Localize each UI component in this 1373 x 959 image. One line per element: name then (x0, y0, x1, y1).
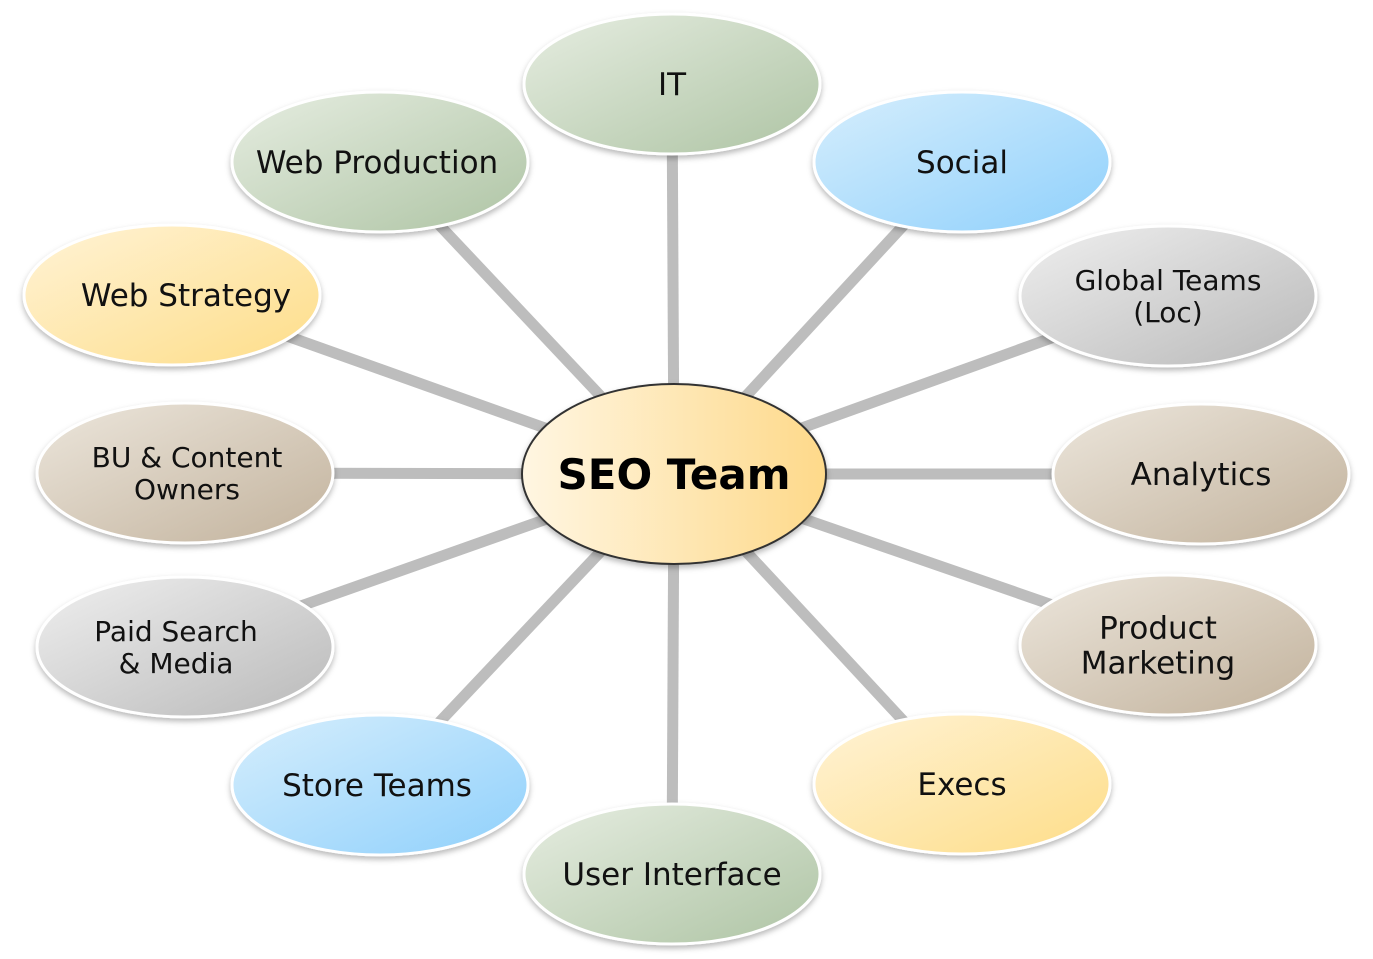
node-label-paid-search: Paid Search (94, 615, 257, 648)
node-ellipse-paid-search (35, 575, 335, 719)
node-label-it: IT (658, 67, 687, 103)
node-ellipse-it (522, 12, 822, 156)
node-execs: Execs (812, 712, 1112, 856)
node-ellipse-social (812, 90, 1112, 234)
hub-ellipse (521, 383, 827, 565)
node-label-global-teams: (Loc) (1133, 296, 1202, 329)
node-label-bu-content: Owners (134, 473, 240, 506)
hub-label: SEO Team (558, 450, 791, 499)
node-ellipse-analytics (1051, 402, 1351, 546)
node-ellipse-user-interface (522, 802, 822, 946)
hub-node: SEO Team (521, 383, 827, 565)
node-ellipse-store-teams (230, 713, 530, 857)
node-web-production: Web Production (230, 90, 530, 234)
node-label-social: Social (916, 145, 1008, 181)
node-label-analytics: Analytics (1131, 457, 1272, 493)
node-global-teams: Global Teams(Loc) (1018, 224, 1318, 368)
node-label-paid-search: & Media (119, 647, 234, 680)
node-paid-search: Paid Search& Media (35, 575, 335, 719)
node-label-web-strategy: Web Strategy (81, 278, 291, 314)
node-web-strategy: Web Strategy (22, 223, 322, 367)
node-label-global-teams: Global Teams (1075, 264, 1262, 297)
node-it: IT (522, 12, 822, 156)
node-analytics: Analytics (1051, 402, 1351, 546)
node-ellipse-web-strategy (22, 223, 322, 367)
node-ellipse-web-production (230, 90, 530, 234)
node-label-bu-content: BU & Content (92, 441, 283, 474)
node-label-execs: Execs (917, 767, 1006, 803)
node-ellipse-global-teams (1018, 224, 1318, 368)
node-label-store-teams: Store Teams (282, 768, 472, 804)
node-ellipse-product-marketing (1018, 573, 1318, 717)
node-ellipse-execs (812, 712, 1112, 856)
node-social: Social (812, 90, 1112, 234)
node-label-user-interface: User Interface (562, 857, 781, 893)
node-label-product-marketing: Product (1099, 611, 1217, 647)
node-label-product-marketing: Marketing (1081, 646, 1236, 682)
node-ellipse-bu-content (35, 401, 335, 545)
node-label-web-production: Web Production (256, 145, 498, 181)
node-store-teams: Store Teams (230, 713, 530, 857)
node-user-interface: User Interface (522, 802, 822, 946)
